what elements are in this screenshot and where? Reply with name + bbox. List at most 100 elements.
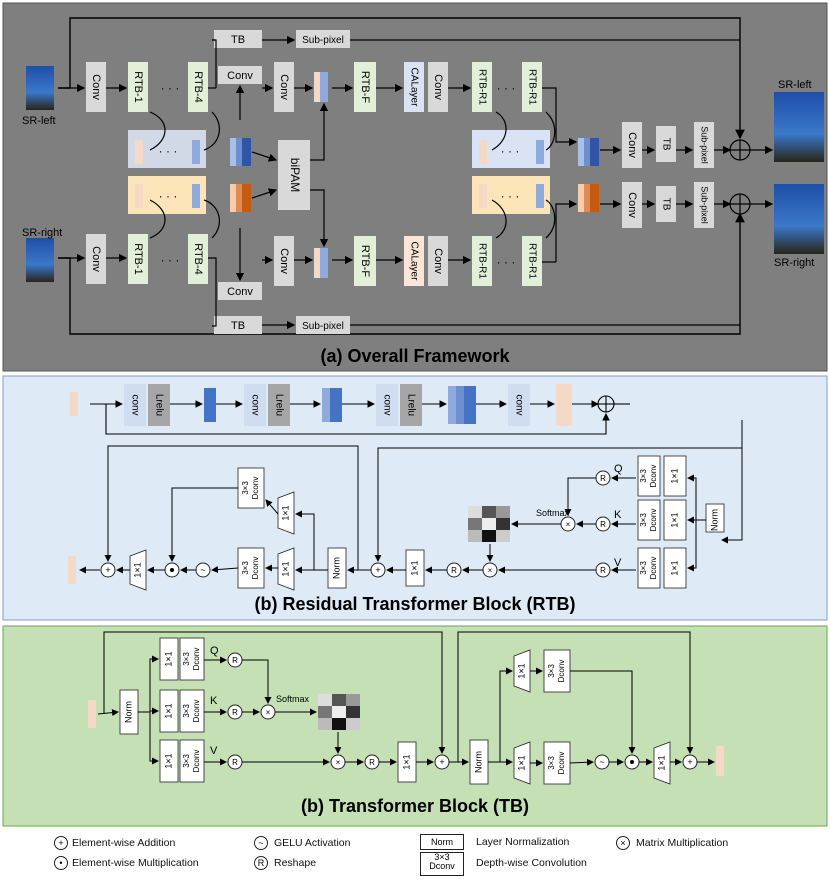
rtb-1x1-ffn-low: 1×1 [280, 561, 290, 576]
rtb-conv-3-label: conv [381, 394, 392, 415]
tb-right-top-label: TB [660, 138, 671, 151]
tb-norm-1: Norm [123, 701, 133, 723]
feature-cube-top [242, 138, 251, 166]
rtb-norm-right: Norm [709, 509, 719, 531]
conv-right-bottom [622, 182, 642, 228]
conv-top-3 [428, 62, 448, 112]
conv-left-top [86, 62, 106, 112]
legend-norm: Layer Normalization [476, 836, 570, 848]
feature-cube-bottom [242, 184, 251, 212]
bottom-right-arrows [149, 102, 774, 262]
feature-cube-top-2 [320, 72, 328, 102]
svg-text:×: × [566, 520, 571, 529]
rtb-dconv-q-top: 3×3 [639, 469, 648, 483]
rtb-1x1-out: 1×1 [132, 562, 142, 577]
dots-feat-top-r: · · · [501, 144, 520, 158]
rtb4-top [188, 62, 208, 112]
tb-1x1-v: 1×1 [163, 753, 173, 768]
rtb1-top-label: RTB-1 [132, 71, 144, 103]
svg-text:×: × [266, 708, 271, 717]
feature-top-left [135, 140, 143, 164]
rtb-ffn-dconv-low-top: 3×3 [241, 561, 250, 575]
sr-left-input-image [26, 66, 54, 110]
rtb-1x1-ffn-up: 1×1 [280, 505, 290, 520]
rtbr1-top-2-label: RTB-R1 [526, 69, 537, 105]
tb-bottom-label: TB [231, 320, 245, 332]
tb-r-out: R [369, 758, 375, 767]
rtb-dconv-v-bot: Dconv [649, 557, 658, 580]
tb-k-label: K [210, 695, 218, 707]
conv-mid-bottom [218, 282, 262, 300]
tb-norm-2: Norm [473, 751, 483, 773]
sr-right-input-image [26, 238, 54, 282]
tb-1x1-q: 1×1 [163, 651, 173, 666]
tb-arrows [97, 631, 715, 767]
tb-right-top [656, 126, 676, 162]
matmul-symbol-icon: × [616, 836, 630, 850]
rtbr1-top-1-label: RTB-R1 [476, 69, 487, 105]
feature-cube-bottom-2 [320, 248, 328, 278]
rtbr1-bottom-2-label: RTB-R1 [526, 243, 537, 279]
bipam-label: biPAM [288, 158, 302, 192]
subpixel-bottom-label: Sub-pixel [302, 321, 344, 332]
rtbr1-bottom-2 [522, 236, 542, 286]
svg-text:+: + [687, 757, 692, 767]
rtbf-bottom-label: RTB-F [359, 245, 371, 277]
rtb-r-q: R [600, 474, 606, 483]
subpixel-right-top [694, 122, 714, 168]
panel-a-title: (a) Overall Framework [320, 346, 510, 366]
tb-dconv-q-top: 3×3 [182, 652, 191, 666]
rtb1-bottom-label: RTB-1 [132, 243, 144, 275]
top-right-arrows [600, 139, 774, 161]
rtb-dconv-v-top: 3×3 [639, 561, 648, 575]
svg-text:+: + [439, 757, 444, 767]
tb-ffn-dconv-low-bot: Dconv [557, 752, 566, 775]
svg-text:+: + [105, 565, 110, 575]
conv-bottom-2-label: Conv [278, 248, 290, 274]
rtbf-top [354, 62, 376, 112]
legend-add: Element-wise Addition [72, 837, 176, 849]
rtb-q-label: Q [614, 463, 623, 475]
dots-feat-bot: · · · [159, 189, 178, 203]
tb-right-bottom [656, 186, 676, 222]
conv-left-bottom [86, 234, 106, 284]
rtb-top-arrows [90, 395, 630, 435]
calayer-bottom [404, 236, 424, 286]
subpixel-top-label: Sub-pixel [302, 35, 344, 46]
sr-left-output-image [774, 92, 824, 162]
sr-left-output-label: SR-left [778, 79, 812, 91]
sr-left-label: SR-left [22, 115, 56, 127]
dots-bot-1: · · · [161, 253, 180, 267]
svg-text:~: ~ [200, 565, 205, 575]
calayer-top-label: CALayer [408, 68, 419, 108]
rtb-dconv-q-bot: Dconv [649, 465, 658, 488]
reshape-symbol-icon: R [254, 856, 268, 870]
rtb4-top-label: RTB-4 [192, 71, 204, 103]
rtb-lrelu-2-label: Lrelu [273, 394, 284, 416]
tb-1x1-k: 1×1 [163, 703, 173, 718]
rtb-attention-map [468, 506, 510, 542]
rtbr1-bottom-1-label: RTB-R1 [476, 243, 487, 279]
subpixel-right-top-label: Sub-pixel [700, 126, 710, 164]
rtb-top-chain: conv Lrelu conv Lrelu conv Lrelu conv [70, 384, 572, 426]
rtb-1x1-q: 1×1 [669, 468, 679, 483]
tb-ffn-dconv-up-bot: Dconv [557, 660, 566, 683]
dots-feat-top: · · · [159, 144, 178, 158]
sr-right-output-image [774, 184, 824, 254]
tb-bottom [214, 316, 262, 334]
conv-bottom-2 [274, 236, 294, 286]
subpixel-top [296, 30, 350, 48]
tb-1x1-out: 1×1 [656, 755, 666, 770]
rtb-ffn-dconv-up-top: 3×3 [241, 481, 250, 495]
rtb-1x1-k: 1×1 [669, 512, 679, 527]
rtb-r-out: R [451, 566, 457, 575]
legend-norm-box: Norm [420, 834, 464, 850]
legend-dconv: Depth-wise Convolution [476, 857, 587, 869]
rtb4-bottom [188, 234, 208, 284]
rtb1-top [128, 62, 148, 112]
figure-svg: SR-left SR-right SR-left SR-right Conv R… [2, 2, 828, 827]
conv-top-2 [274, 62, 294, 112]
calayer-bottom-label: CALayer [408, 242, 419, 282]
rtb4-bottom-label: RTB-4 [192, 243, 204, 275]
